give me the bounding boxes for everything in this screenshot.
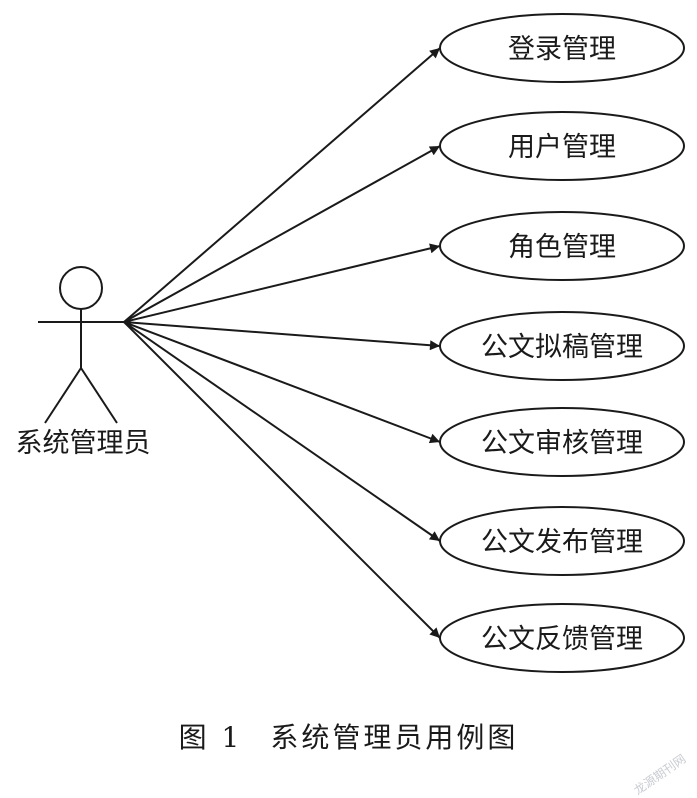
association-arrow-6 xyxy=(123,321,441,542)
use-case-label: 公文发布管理 xyxy=(481,527,643,558)
actor-right-leg xyxy=(80,367,118,424)
use-case-label: 公文拟稿管理 xyxy=(481,332,643,363)
use-case-ellipse xyxy=(439,603,685,673)
use-case-1: 登录管理 xyxy=(439,13,685,83)
use-case-4: 公文拟稿管理 xyxy=(439,311,685,381)
associations xyxy=(123,47,441,639)
association-arrow-2 xyxy=(123,145,441,323)
association-arrow-4 xyxy=(123,321,441,351)
actor-label: 系统管理员 xyxy=(16,428,151,459)
actor-figure xyxy=(38,266,124,424)
use-case-label: 用户管理 xyxy=(508,132,616,163)
use-case-5: 公文审核管理 xyxy=(439,407,685,477)
use-case-ellipse xyxy=(439,311,685,381)
use-case-7: 公文反馈管理 xyxy=(439,603,685,673)
association-arrow-1 xyxy=(123,47,441,323)
use-case-label: 登录管理 xyxy=(508,34,616,65)
use-case-ellipse xyxy=(439,211,685,281)
figure-title: 系统管理员用例图 xyxy=(270,721,519,754)
use-case-ellipse xyxy=(439,506,685,576)
use-case-ellipse xyxy=(439,407,685,477)
figure-number: 图 1 xyxy=(178,721,243,754)
use-case-2: 用户管理 xyxy=(439,111,685,181)
use-case-diagram: 系统管理员 登录管理 用户管理 角色管理 公文拟稿管理 公文审核管理 xyxy=(16,13,685,673)
use-case-label: 角色管理 xyxy=(508,232,616,263)
association-arrow-7 xyxy=(123,321,441,639)
use-case-label: 公文反馈管理 xyxy=(481,624,643,655)
use-case-ellipse xyxy=(439,111,685,181)
use-cases: 登录管理 用户管理 角色管理 公文拟稿管理 公文审核管理 公文发布管理 公文反馈… xyxy=(439,13,685,673)
actor-left-leg xyxy=(44,367,82,424)
use-case-ellipse xyxy=(439,13,685,83)
association-arrow-5 xyxy=(123,321,441,444)
figure-caption: 图 1 系统管理员用例图 xyxy=(0,716,697,756)
use-case-label: 公文审核管理 xyxy=(481,428,643,459)
use-case-6: 公文发布管理 xyxy=(439,506,685,576)
use-case-3: 角色管理 xyxy=(439,211,685,281)
actor-head xyxy=(59,266,103,310)
association-arrow-3 xyxy=(123,243,441,323)
